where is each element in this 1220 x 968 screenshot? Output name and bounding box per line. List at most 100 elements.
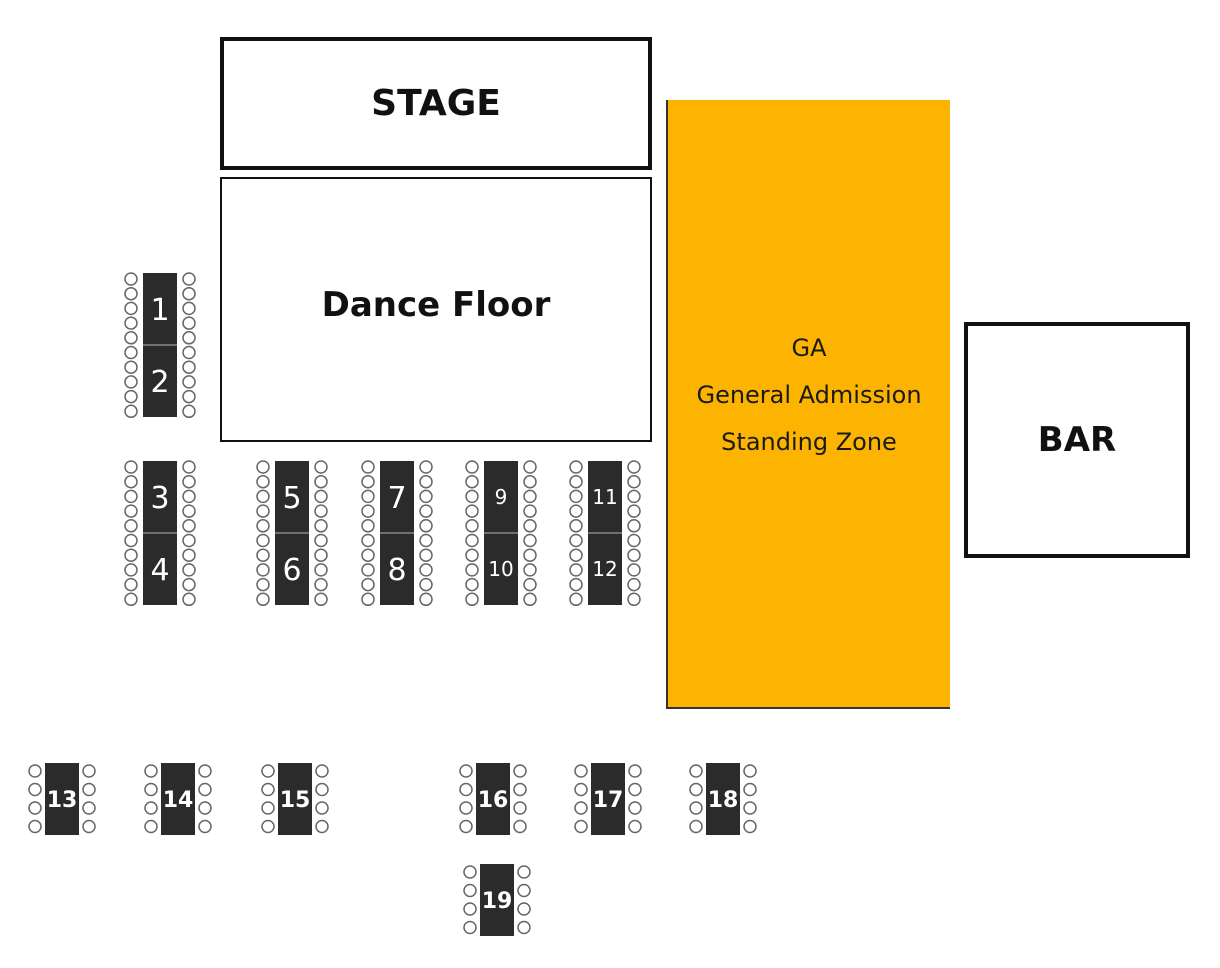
long-table[interactable]: 910 xyxy=(465,460,537,607)
small-table[interactable]: 17 xyxy=(574,763,642,835)
seat xyxy=(182,577,196,592)
ga-line-1: GA xyxy=(791,334,827,362)
seat xyxy=(314,563,328,577)
long-table[interactable]: 78 xyxy=(361,460,433,607)
table-number: 5 xyxy=(282,481,301,516)
seat xyxy=(261,764,275,778)
seat xyxy=(517,902,531,916)
seat xyxy=(182,316,196,330)
seat xyxy=(144,819,158,834)
seat xyxy=(82,782,96,797)
seat xyxy=(256,504,270,518)
seat xyxy=(182,375,196,389)
ga-standing-zone: GA General Admission Standing Zone xyxy=(666,100,950,709)
seat xyxy=(28,782,42,797)
dance-floor-label: Dance Floor xyxy=(321,285,551,325)
seat xyxy=(315,801,329,815)
long-table[interactable]: 56 xyxy=(256,460,328,607)
seat xyxy=(256,519,270,533)
seat xyxy=(569,563,583,577)
seat xyxy=(419,460,433,474)
seat xyxy=(314,489,328,504)
seat xyxy=(569,592,583,607)
seat xyxy=(124,489,138,504)
seat xyxy=(459,801,473,815)
small-table[interactable]: 16 xyxy=(459,763,527,835)
seat xyxy=(689,801,703,815)
seat xyxy=(419,519,433,533)
seat xyxy=(574,764,588,778)
small-table[interactable]: 18 xyxy=(689,763,757,835)
seat xyxy=(463,920,477,935)
seat xyxy=(627,563,641,577)
seat xyxy=(82,819,96,834)
seat xyxy=(124,345,138,360)
seat xyxy=(182,504,196,518)
seat xyxy=(314,548,328,562)
seat xyxy=(569,548,583,562)
table-number: 16 xyxy=(478,788,509,813)
seat xyxy=(465,577,479,592)
seat xyxy=(465,489,479,504)
seat xyxy=(463,883,477,898)
seat xyxy=(361,592,375,607)
small-table[interactable]: 14 xyxy=(144,763,212,835)
seat xyxy=(459,819,473,834)
seat xyxy=(182,563,196,577)
seat xyxy=(459,782,473,797)
seat xyxy=(124,272,138,286)
seat xyxy=(361,519,375,533)
table-top xyxy=(161,763,195,835)
bar-area: BAR xyxy=(964,322,1190,558)
small-table[interactable]: 19 xyxy=(463,864,531,936)
seat xyxy=(574,801,588,815)
seat xyxy=(124,389,138,404)
seat xyxy=(182,460,196,474)
seat xyxy=(361,504,375,518)
dance-floor-area: Dance Floor xyxy=(220,177,652,442)
stage-label: STAGE xyxy=(371,83,501,124)
seat xyxy=(144,801,158,815)
seat xyxy=(124,404,138,419)
table-number: 4 xyxy=(150,553,169,588)
seat xyxy=(28,764,42,778)
seat xyxy=(627,504,641,518)
seat xyxy=(314,460,328,474)
seat xyxy=(419,577,433,592)
seat xyxy=(569,489,583,504)
seat xyxy=(124,301,138,316)
small-table[interactable]: 13 xyxy=(28,763,96,835)
table-top xyxy=(278,763,312,835)
small-table[interactable]: 15 xyxy=(261,763,329,835)
table-number: 12 xyxy=(592,557,617,581)
seat xyxy=(361,474,375,489)
seat xyxy=(144,764,158,778)
seat xyxy=(419,489,433,504)
seat xyxy=(182,489,196,504)
seat xyxy=(256,577,270,592)
seat xyxy=(465,504,479,518)
seat xyxy=(124,360,138,374)
seat xyxy=(28,819,42,834)
seat xyxy=(569,577,583,592)
seat xyxy=(28,801,42,815)
seat xyxy=(513,801,527,815)
seat xyxy=(569,533,583,548)
seat xyxy=(261,819,275,834)
long-table[interactable]: 34 xyxy=(124,460,196,607)
long-table[interactable]: 12 xyxy=(124,272,196,419)
seat xyxy=(182,474,196,489)
table-number: 6 xyxy=(282,553,301,588)
seat xyxy=(198,819,212,834)
seat xyxy=(182,548,196,562)
seat xyxy=(628,782,642,797)
seat xyxy=(124,548,138,562)
seat xyxy=(628,764,642,778)
seat xyxy=(361,489,375,504)
seat xyxy=(182,360,196,374)
ga-zone-text: GA General Admission Standing Zone xyxy=(696,325,921,466)
table-top xyxy=(476,763,510,835)
seat xyxy=(463,902,477,916)
seat xyxy=(314,519,328,533)
